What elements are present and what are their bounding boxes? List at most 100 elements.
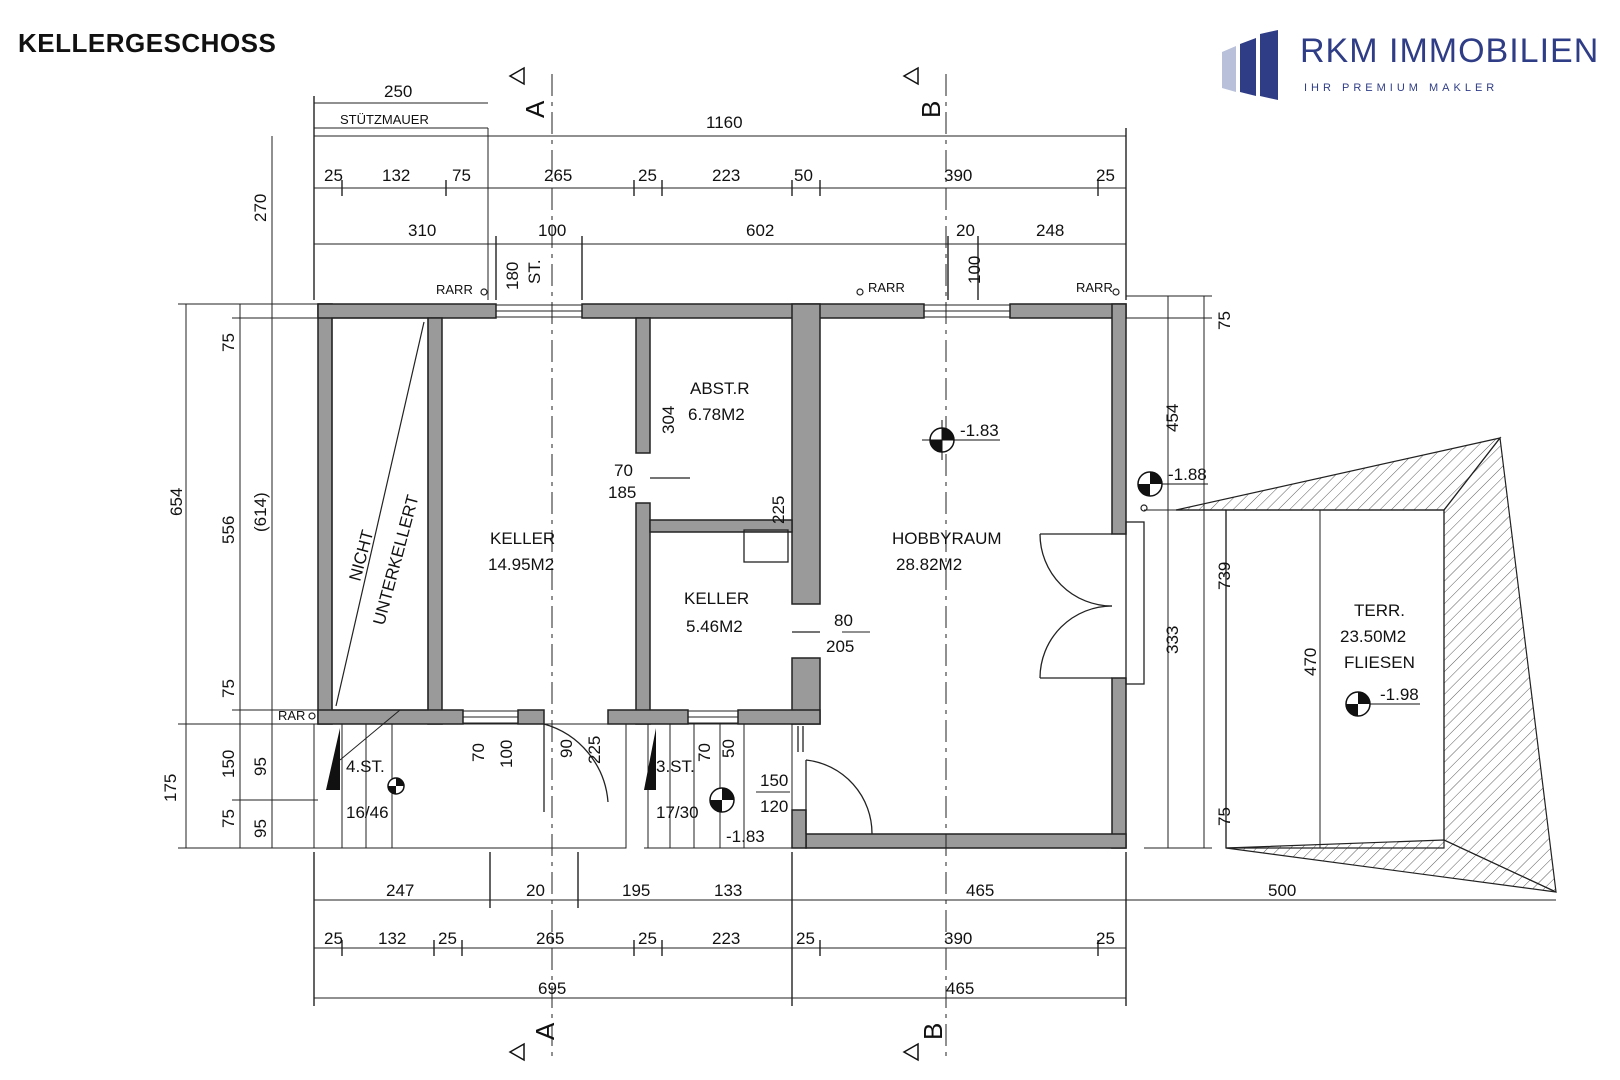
- level-stair: -1.83: [726, 827, 765, 846]
- section-a-top: A: [520, 100, 550, 118]
- dim-left-75a: 75: [219, 333, 238, 352]
- stair1-ratio: 16/46: [346, 803, 389, 822]
- dim-left-614: (614): [251, 492, 270, 532]
- room-abstr-name: ABST.R: [690, 379, 750, 398]
- stair-arrow-2: [644, 728, 656, 790]
- terrace: [1175, 436, 1557, 893]
- dim-top0: 250: [384, 82, 412, 101]
- wall-part-1: [427, 317, 443, 725]
- dim-opening-180: 180: [503, 262, 522, 290]
- wall-part-2b: [635, 502, 651, 725]
- room-hobby-area: 28.82M2: [896, 555, 962, 574]
- room-hobby-name: HOBBYRAUM: [892, 529, 1002, 548]
- label-st: ST.: [525, 259, 544, 284]
- dim-top3-2: 100: [538, 221, 566, 240]
- company-logo: RKM IMMOBILIEN IHR PREMIUM MAKLER: [1218, 26, 1610, 102]
- level-marker-door: [1137, 471, 1208, 497]
- logo-slogan: IHR PREMIUM MAKLER: [1304, 82, 1499, 94]
- dim-top2-4: 265: [544, 166, 572, 185]
- dim-bot1-500: 500: [1268, 881, 1296, 900]
- dim-top3-1: 310: [408, 221, 436, 240]
- wall-north-2: [581, 303, 925, 319]
- room-keller2-name: KELLER: [684, 589, 749, 608]
- dim-opening-70a: 70: [614, 461, 633, 480]
- wall-east-lower: [1111, 677, 1127, 849]
- dim-opening-70b: 70: [469, 743, 488, 762]
- dim-top2-9: 25: [1096, 166, 1115, 185]
- nicht-unterkellert-l2: UNTERKELLERT: [370, 493, 423, 627]
- nicht-unterkellert-area: [331, 317, 429, 711]
- dim-bot3-465: 465: [946, 979, 974, 998]
- rarr-3: RARR: [1076, 280, 1113, 295]
- dim-left-150: 150: [219, 750, 238, 778]
- section-a-bottom: A: [530, 1022, 560, 1040]
- stair-arrow-1: [326, 728, 340, 790]
- dim-bot1-465: 465: [966, 881, 994, 900]
- dim-bot1-133: 133: [714, 881, 742, 900]
- dim-bot2-7: 25: [796, 929, 815, 948]
- dim-ticks: [313, 96, 1127, 1006]
- walls: [317, 303, 1127, 849]
- logo-name: RKM IMMOBILIEN: [1300, 32, 1600, 70]
- level-terr: -1.98: [1380, 685, 1419, 704]
- dim-opening-225b: 225: [585, 736, 604, 764]
- dim-top1: 1160: [706, 113, 743, 132]
- dim-right-470: 470: [1301, 648, 1320, 676]
- wall-hobby-west-upper: [791, 303, 821, 605]
- dim-right-75a: 75: [1215, 311, 1234, 330]
- dim-left-95b: 95: [251, 819, 270, 838]
- windows: [463, 304, 1010, 724]
- nicht-unterkellert-l1: NICHT: [346, 528, 378, 583]
- dim-bot2-5: 25: [638, 929, 657, 948]
- dim-bot2-8: 390: [944, 929, 972, 948]
- dim-top2-2: 132: [382, 166, 410, 185]
- dim-left-270: 270: [251, 194, 270, 222]
- dim-left-654: 654: [167, 488, 186, 516]
- stair1-label: 4.ST.: [346, 757, 385, 776]
- dim-opening-90: 90: [557, 739, 576, 758]
- dim-top2-6: 223: [712, 166, 740, 185]
- stair2-ratio: 17/30: [656, 803, 699, 822]
- dim-left-556: 556: [219, 516, 238, 544]
- section-markers: [508, 66, 919, 1062]
- stair2-label: 3.ST.: [656, 757, 695, 776]
- wall-south-3: [607, 709, 689, 725]
- wall-east-upper: [1111, 303, 1127, 535]
- level-door: -1.88: [1168, 465, 1207, 484]
- rarr-1: RARR: [436, 282, 473, 297]
- dim-right-75b: 75: [1215, 807, 1234, 826]
- wall-north-3: [1009, 303, 1127, 319]
- rarr-2: RARR: [868, 280, 905, 295]
- dim-right-739: 739: [1215, 562, 1234, 590]
- dim-opening-80: 80: [834, 611, 853, 630]
- dim-top2-5: 25: [638, 166, 657, 185]
- wall-south-4: [737, 709, 821, 725]
- dim-opening-100b: 100: [497, 740, 516, 768]
- dim-bot2-2: 132: [378, 929, 406, 948]
- dimension-lines: [178, 74, 1556, 1060]
- dim-opening-50: 50: [719, 739, 738, 758]
- building-bars-icon: [1222, 30, 1278, 100]
- dim-top2-1: 25: [324, 166, 343, 185]
- rarr-markers: [308, 288, 1148, 720]
- dim-top2-3: 75: [452, 166, 471, 185]
- wall-south-1: [317, 709, 464, 725]
- dim-opening-225a: 225: [769, 496, 788, 524]
- section-b-bottom: B: [918, 1023, 948, 1040]
- wall-north-1: [317, 303, 497, 319]
- level-marker-hobby: [922, 420, 1000, 460]
- dim-opening-205: 205: [826, 637, 854, 656]
- dim-opening-304: 304: [659, 406, 678, 434]
- wall-hobby-west-lower: [791, 809, 807, 849]
- stairs-west: [313, 709, 793, 849]
- plan-title: KELLERGESCHOSS: [18, 28, 277, 58]
- dim-left-175: 175: [161, 774, 180, 802]
- room-keller1-name: KELLER: [490, 529, 555, 548]
- level-hobby: -1.83: [960, 421, 999, 440]
- doors: [543, 477, 1145, 835]
- section-b-top: B: [916, 101, 946, 118]
- dim-bot2-4: 265: [536, 929, 564, 948]
- dim-top2-8: 390: [944, 166, 972, 185]
- dim-bot1-195: 195: [622, 881, 650, 900]
